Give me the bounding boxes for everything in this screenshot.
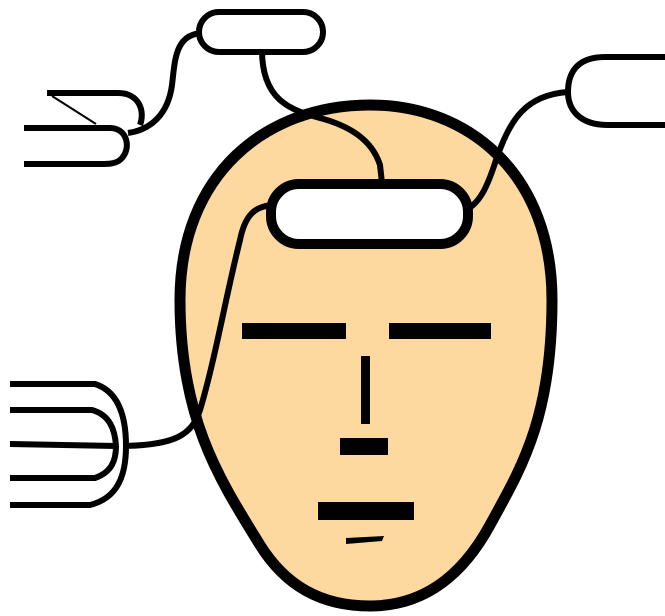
forehead-electrode-pad xyxy=(271,184,468,244)
top-electrode-pad xyxy=(199,12,323,52)
nose-base xyxy=(340,438,388,455)
left-eye xyxy=(242,323,346,339)
mouth xyxy=(318,502,414,520)
right-plug-connector xyxy=(568,57,665,125)
lower-left-plug-connector xyxy=(10,384,126,505)
nose-bridge xyxy=(361,356,370,424)
right-eye xyxy=(389,323,491,339)
left-plug-connector xyxy=(24,93,142,164)
